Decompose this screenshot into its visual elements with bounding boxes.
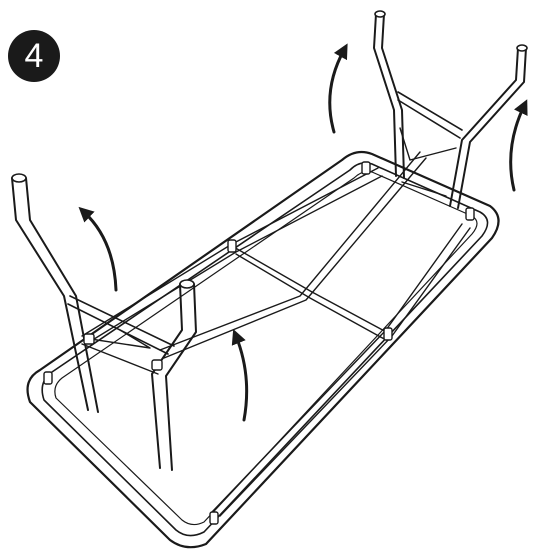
arrow-front-left-leg xyxy=(78,206,118,292)
arrow-rear-left-leg xyxy=(328,43,348,134)
rear-leg-assembly xyxy=(373,10,528,209)
step-number-badge: 4 xyxy=(8,30,60,82)
arrow-rear-right-leg xyxy=(509,99,528,192)
front-leg-assembly xyxy=(11,173,197,471)
cross-brace xyxy=(159,151,427,359)
step-number: 4 xyxy=(24,37,44,75)
rail-clips xyxy=(43,161,475,525)
arrow-front-right-leg xyxy=(231,329,249,422)
table-top-frame xyxy=(26,150,500,549)
